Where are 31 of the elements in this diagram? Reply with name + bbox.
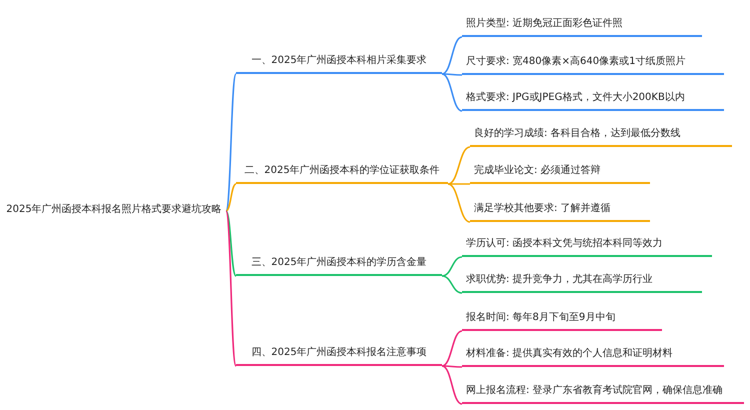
- topic-label: 学历认可: 函授本科文凭与统招本科同等效力: [462, 235, 712, 257]
- topic-label: 报名时间: 每年8月下旬至9月中旬: [462, 309, 662, 331]
- connector-line: [442, 365, 462, 368]
- topic-label: 尺寸要求: 宽480像素×高640像素或1寸纸质照片: [462, 53, 724, 75]
- topic-label: 完成毕业论文: 必须通过答辩: [470, 162, 650, 184]
- topic-label: 照片类型: 近期免冠正面彩色证件照: [462, 15, 702, 37]
- connector-line: [442, 73, 462, 76]
- connector-line: [225, 74, 237, 212]
- topic-label: 四、2025年广州函授本科报名注意事项: [236, 344, 442, 366]
- connector-line: [442, 36, 462, 75]
- topic-label: 三、2025年广州函授本科的学历含金量: [236, 254, 442, 276]
- connector-line: [442, 365, 462, 405]
- connector-line: [442, 330, 462, 367]
- connector-line: [448, 183, 470, 185]
- root-topic: 2025年广州函授本科报名照片格式要求避坑攻略: [2, 201, 226, 221]
- connector-line: [226, 183, 236, 212]
- topic-label: 良好的学习成绩: 各科目合格，达到最低分数线: [470, 125, 732, 147]
- topic-label: 格式要求: JPG或JPEG格式，文件大小200KB以内: [462, 89, 724, 111]
- connector-line: [225, 210, 237, 366]
- topic-label: 网上报名流程: 登录广东省教育考试院官网，确保信息准确: [462, 382, 744, 404]
- connector-line: [225, 210, 237, 277]
- topic-label: 求职优势: 提升竞争力，尤其在高学历行业: [462, 271, 702, 293]
- topic-label: 二、2025年广州函授本科的学位证获取条件: [236, 162, 448, 184]
- connector-line: [448, 146, 470, 185]
- connector-line: [442, 73, 462, 112]
- topic-label: 一、2025年广州函授本科相片采集要求: [236, 52, 442, 74]
- topic-label: 材料准备: 提供真实有效的个人信息和证明材料: [462, 345, 724, 367]
- topic-label: 满足学校其他要求: 了解并遵循: [470, 200, 650, 222]
- connector-line: [442, 256, 462, 277]
- connector-line: [448, 183, 470, 223]
- connector-line: [442, 275, 462, 294]
